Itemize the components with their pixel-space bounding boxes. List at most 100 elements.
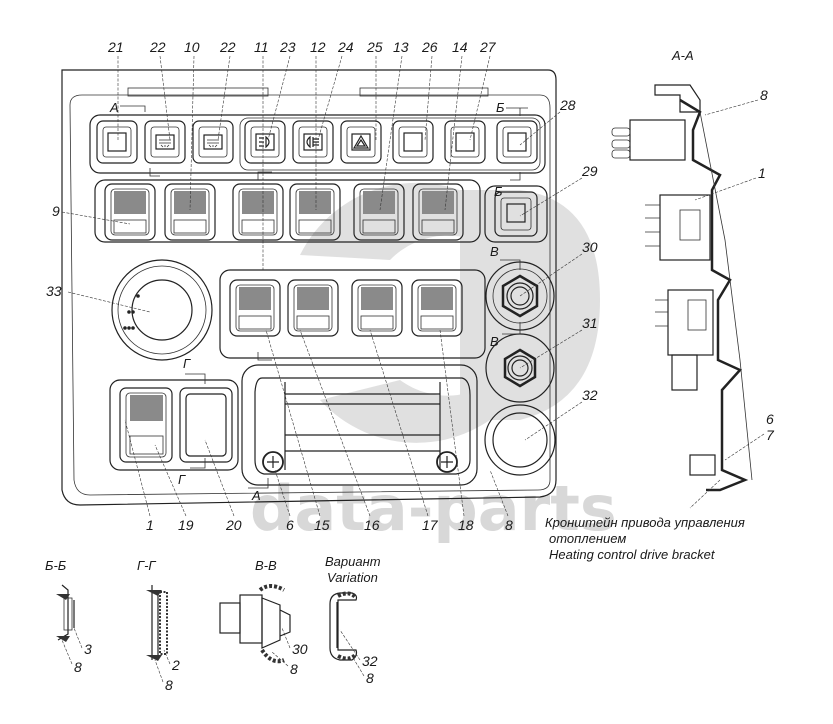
air-vent-grille[interactable]	[241, 364, 478, 486]
callout-22: 22	[149, 39, 166, 55]
section-v-v-title: В-В	[255, 558, 277, 573]
callout-aa-1: 1	[758, 165, 766, 181]
caption-en: Heating control drive bracket	[549, 547, 716, 562]
rocker-switch-19[interactable]	[119, 387, 173, 463]
panel-outline	[61, 69, 557, 506]
button-23-rear-fog[interactable]	[244, 120, 286, 164]
rocker-switch-row1-4[interactable]	[289, 183, 341, 241]
button-29[interactable]	[484, 185, 548, 243]
callout-22b: 22	[219, 39, 236, 55]
callout-aa-7: 7	[766, 427, 775, 443]
top-row-buttons	[96, 117, 541, 171]
rocker-switch-row1-5[interactable]	[353, 183, 405, 241]
phillips-screw-icon	[267, 456, 279, 468]
control-panel-front-view: А Б Б В В Г Г А	[61, 69, 557, 506]
callout-28: 28	[559, 97, 576, 113]
rotary-knob-33[interactable]	[111, 259, 213, 361]
hazard-warning-icon	[352, 134, 370, 149]
callout-leader-lines	[117, 55, 491, 270]
button-28[interactable]	[496, 120, 538, 164]
section-v-v-view: В-В 30 8	[219, 558, 308, 677]
callout-bb-3: 3	[84, 641, 92, 657]
lower-switch-block-frame	[109, 379, 239, 471]
speed-dot-2a	[127, 310, 131, 314]
callout-vv-8: 8	[290, 661, 298, 677]
indicator-shade	[421, 287, 453, 310]
section-mark-v-2: В	[490, 334, 499, 349]
button-24-front-fog[interactable]	[292, 120, 334, 164]
speed-dot-3b	[127, 326, 131, 330]
button-22-headlight[interactable]	[144, 120, 186, 164]
indicator-shade	[299, 191, 331, 214]
variation-title-en: Variation	[327, 570, 378, 585]
screw-6-left	[262, 451, 284, 473]
callout-20: 20	[225, 517, 242, 533]
callout-30: 30	[582, 239, 598, 255]
callout-21: 21	[107, 39, 124, 55]
rocker-switch-row1-2[interactable]	[164, 183, 216, 241]
section-g-g-view: Г-Г 2 8	[137, 558, 180, 693]
callout-15: 15	[314, 517, 330, 533]
button-21[interactable]	[96, 120, 138, 164]
rocker-switch-row-1	[104, 183, 464, 241]
rocker-switch-row1-1[interactable]	[104, 183, 156, 241]
headlight-icon	[207, 139, 219, 148]
rocker-switch-row2-2[interactable]	[287, 279, 339, 337]
phillips-screw-icon	[441, 456, 453, 468]
rocker-switch-row1-6[interactable]	[412, 183, 464, 241]
mounting-tab	[127, 87, 269, 97]
blank-square-icon	[403, 132, 423, 152]
section-mark-v-1: В	[490, 244, 499, 259]
section-a-a-title: А-А	[671, 48, 694, 63]
button-26[interactable]	[392, 120, 434, 164]
section-mark-g-bottom: Г	[178, 472, 186, 487]
callout-24: 24	[337, 39, 354, 55]
section-a-a-view: А-А 8 1 6 7 Кронштейн привода управления…	[545, 48, 775, 562]
front-fog-light-icon	[306, 135, 319, 149]
callout-gg-2: 2	[171, 657, 180, 673]
callout-17: 17	[422, 517, 439, 533]
bracket-bolt	[689, 454, 716, 476]
callout-27: 27	[479, 39, 497, 55]
callout-32: 32	[582, 387, 598, 403]
callout-1: 1	[146, 517, 154, 533]
callout-variation-32: 32	[362, 653, 378, 669]
rocker-switch-row2-3[interactable]	[351, 279, 403, 337]
rocker-switch-row2-4[interactable]	[411, 279, 463, 337]
button-group-frame	[239, 117, 541, 171]
plug-32[interactable]	[484, 404, 556, 476]
variation-view: Вариант Variation 32 8	[325, 554, 381, 686]
section-mark-b-top: Б	[496, 100, 505, 115]
right-callouts: 28 29 30 31 32	[519, 97, 598, 441]
blank-square-icon	[506, 203, 526, 223]
callout-9: 9	[52, 203, 60, 219]
top-button-row-frame	[89, 114, 546, 174]
section-mark-a-top: А	[109, 100, 119, 115]
caption-ru-line-2: отоплением	[549, 531, 626, 546]
indicator-shade	[242, 191, 274, 214]
section-mark-b-lower: Б	[494, 184, 503, 199]
blank-cover-20[interactable]	[179, 387, 233, 463]
button-22-headlight-2[interactable]	[192, 120, 234, 164]
callout-bb-8: 8	[74, 659, 82, 675]
callout-vv-30: 30	[292, 641, 308, 657]
top-callouts: 21 22 10 22 11 23 12 24 25 13 26 14 27	[107, 39, 497, 270]
callout-33: 33	[46, 283, 62, 299]
rocker-switch-row1-3[interactable]	[232, 183, 284, 241]
switch-body-section	[659, 194, 711, 261]
button-27[interactable]	[444, 120, 486, 164]
speed-dot-3c	[131, 326, 135, 330]
indicator-shade	[297, 287, 329, 310]
section-mark-g-top: Г	[183, 356, 191, 371]
callout-31: 31	[582, 315, 598, 331]
button-25-hazard[interactable]	[340, 120, 382, 164]
callout-29: 29	[581, 163, 598, 179]
section-g-g-title: Г-Г	[137, 558, 156, 573]
rocker-row-2-frame	[219, 269, 486, 359]
indicator-shade	[361, 287, 393, 310]
panel-inner-outline	[69, 94, 551, 496]
callout-variation-8: 8	[366, 670, 374, 686]
rocker-switch-row2-1[interactable]	[229, 279, 281, 337]
section-mark-a-bottom: А	[251, 488, 261, 503]
